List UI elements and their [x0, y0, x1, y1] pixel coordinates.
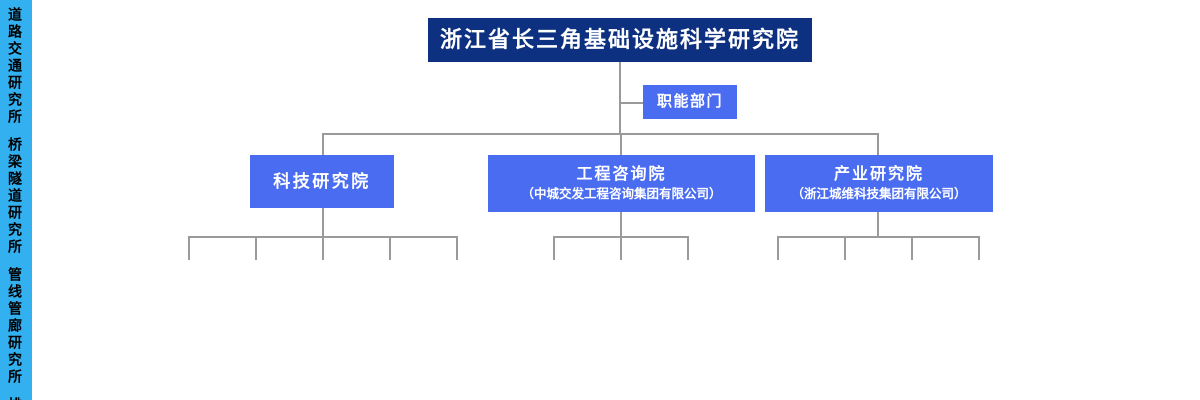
org-node-division-0-label: 科技研究院	[273, 171, 371, 191]
connector-drop-d0-c1	[255, 236, 257, 260]
connector-drop-d2-c3	[978, 236, 980, 260]
connector-level2-bus	[322, 133, 878, 135]
org-leaf-d0-c1[interactable]: 桥梁隧道研究所	[0, 130, 32, 260]
org-node-division-2-subtitle: （浙江城维科技集团有限公司）	[791, 186, 967, 201]
connector-stem-division-2	[877, 212, 879, 236]
org-root-node[interactable]: 浙江省长三角基础设施科学研究院	[428, 18, 812, 62]
org-leaf-d0-c2[interactable]: 管线管廊研究所	[0, 260, 32, 390]
org-node-division-1-subtitle: （中城交发工程咨询集团有限公司）	[521, 186, 722, 201]
connector-root-trunk	[619, 62, 621, 134]
connector-drop-d1-c0	[553, 236, 555, 260]
org-node-division-2[interactable]: 产业研究院 （浙江城维科技集团有限公司）	[765, 155, 993, 212]
org-leaf-d0-c0[interactable]: 道路交通研究所	[0, 0, 32, 130]
connector-drop-d1-c1	[620, 236, 622, 260]
org-node-division-1[interactable]: 工程咨询院 （中城交发工程咨询集团有限公司）	[488, 155, 755, 212]
connector-bus-division-2	[777, 236, 978, 238]
org-leaf-d0-c3[interactable]: 排水环境研究所	[0, 390, 32, 400]
connector-drop-d0-c0	[188, 236, 190, 260]
connector-drop-d2-c1	[844, 236, 846, 260]
connector-stem-division-0	[322, 208, 324, 236]
org-root-label: 浙江省长三角基础设施科学研究院	[439, 27, 800, 53]
org-node-division-0[interactable]: 科技研究院	[250, 155, 394, 208]
connector-drop-division-2	[877, 133, 879, 155]
connector-staff-unit-stub	[619, 102, 643, 104]
org-node-staff-unit-label: 职能部门	[656, 92, 723, 110]
connector-drop-d2-c2	[911, 236, 913, 260]
connector-drop-d0-c3	[389, 236, 391, 260]
connector-drop-d1-c2	[687, 236, 689, 260]
connector-drop-division-0	[322, 133, 324, 155]
org-node-division-1-label: 工程咨询院	[576, 165, 667, 183]
org-node-division-2-label: 产业研究院	[833, 165, 924, 183]
connector-drop-d0-c2	[322, 236, 324, 260]
connector-drop-division-1	[620, 133, 622, 155]
connector-drop-d0-c4	[456, 236, 458, 260]
connector-stem-division-1	[620, 212, 622, 236]
connector-drop-d2-c0	[777, 236, 779, 260]
org-node-staff-unit[interactable]: 职能部门	[643, 85, 737, 119]
